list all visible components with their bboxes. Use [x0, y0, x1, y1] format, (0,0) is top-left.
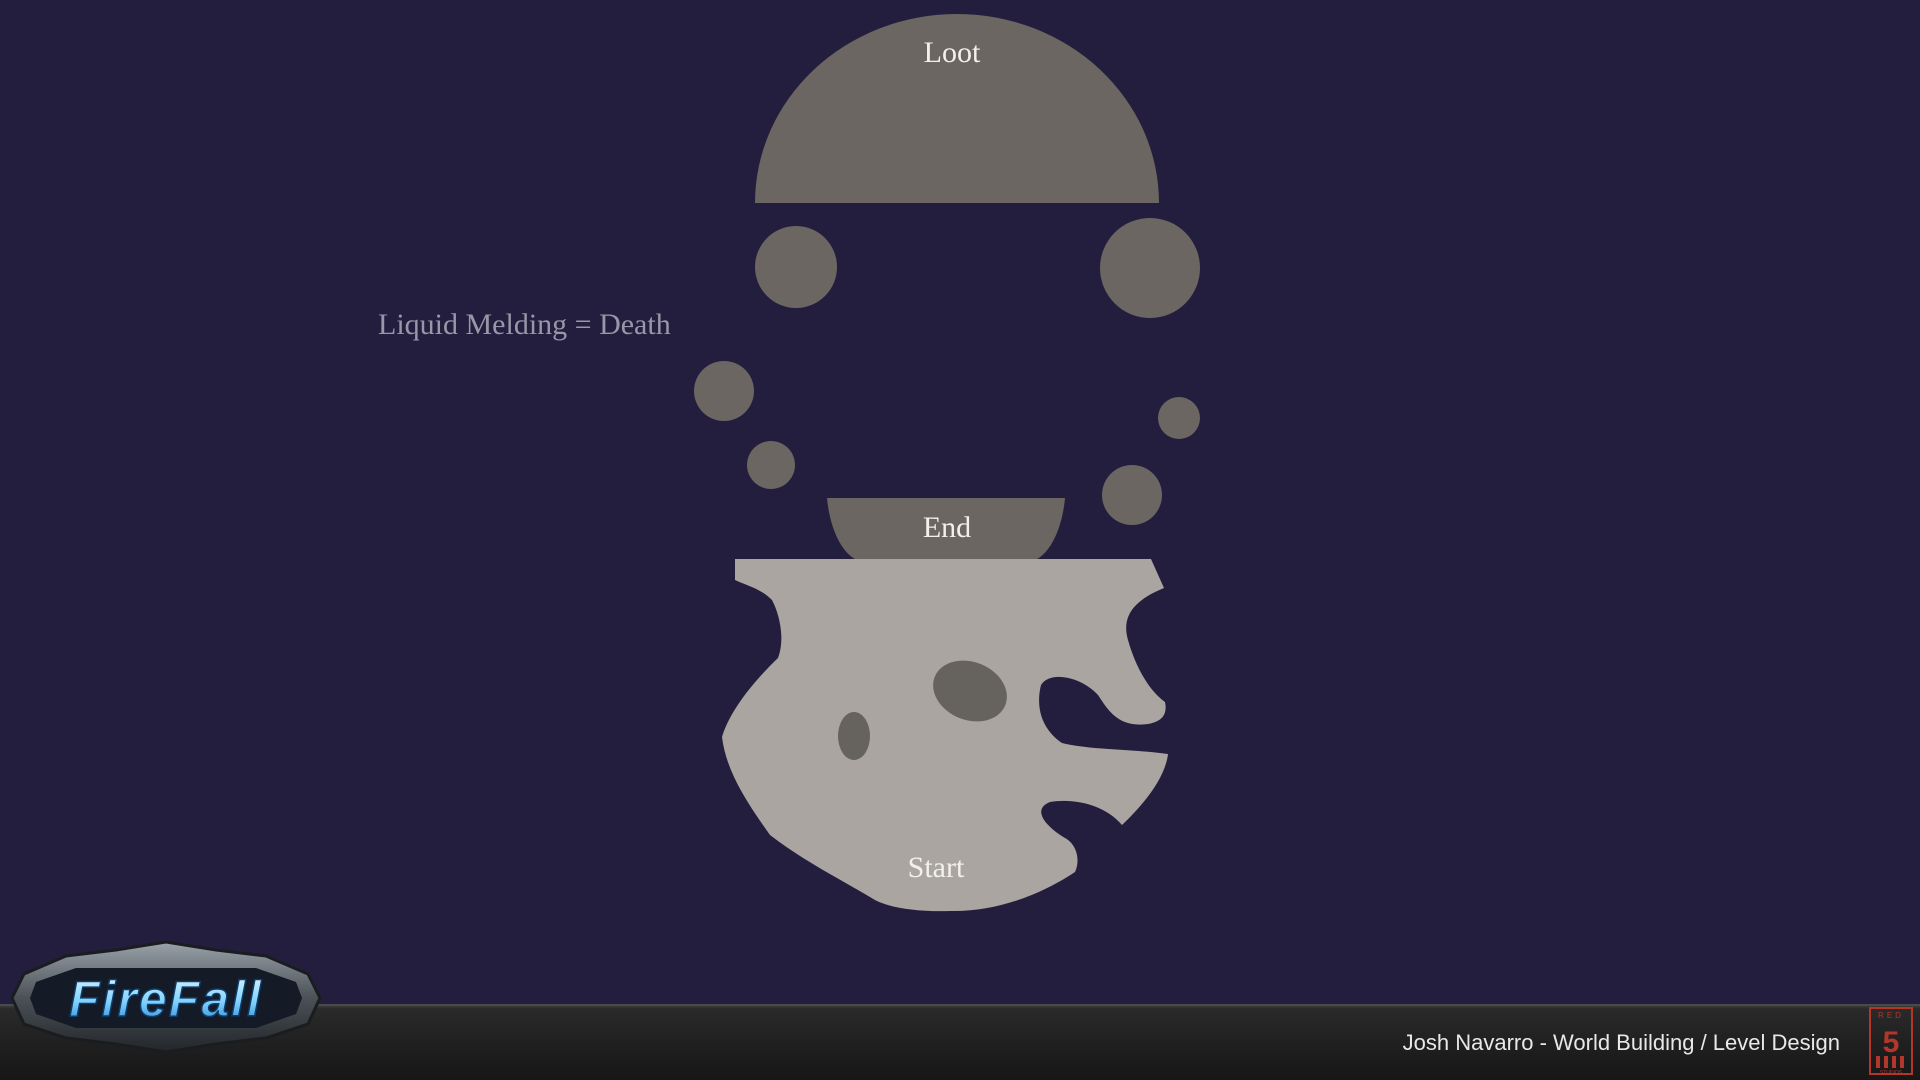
firefall-logo-icon: FireFall [10, 940, 322, 1054]
platform-right-2 [1158, 397, 1200, 439]
platform-right-3 [1102, 465, 1162, 525]
platform-right-1 [1100, 218, 1200, 318]
start-label: Start [908, 851, 965, 884]
obstacle-hole-small [838, 712, 870, 760]
svg-text:RED: RED [1878, 1011, 1904, 1020]
start-area [722, 559, 1168, 912]
footer-bar [0, 1004, 1920, 1080]
loot-label: Loot [924, 36, 981, 69]
obstacle-hole-large [933, 660, 1007, 722]
svg-text:STUDIOS: STUDIOS [1880, 1070, 1903, 1076]
red5-studios-logo-icon: RED 5 STUDIOS [1869, 1007, 1913, 1076]
hazard-note: Liquid Melding = Death [378, 308, 671, 341]
platform-left-1 [755, 226, 837, 308]
credit-text: Josh Navarro - World Building / Level De… [1402, 1030, 1840, 1055]
platform-left-2 [694, 361, 754, 421]
svg-text:5: 5 [1883, 1026, 1900, 1059]
end-label: End [923, 511, 971, 544]
platform-left-3 [747, 441, 795, 489]
logo-wordmark: FireFall [69, 971, 263, 1027]
end-area [827, 498, 1065, 559]
loot-area [755, 14, 1159, 203]
